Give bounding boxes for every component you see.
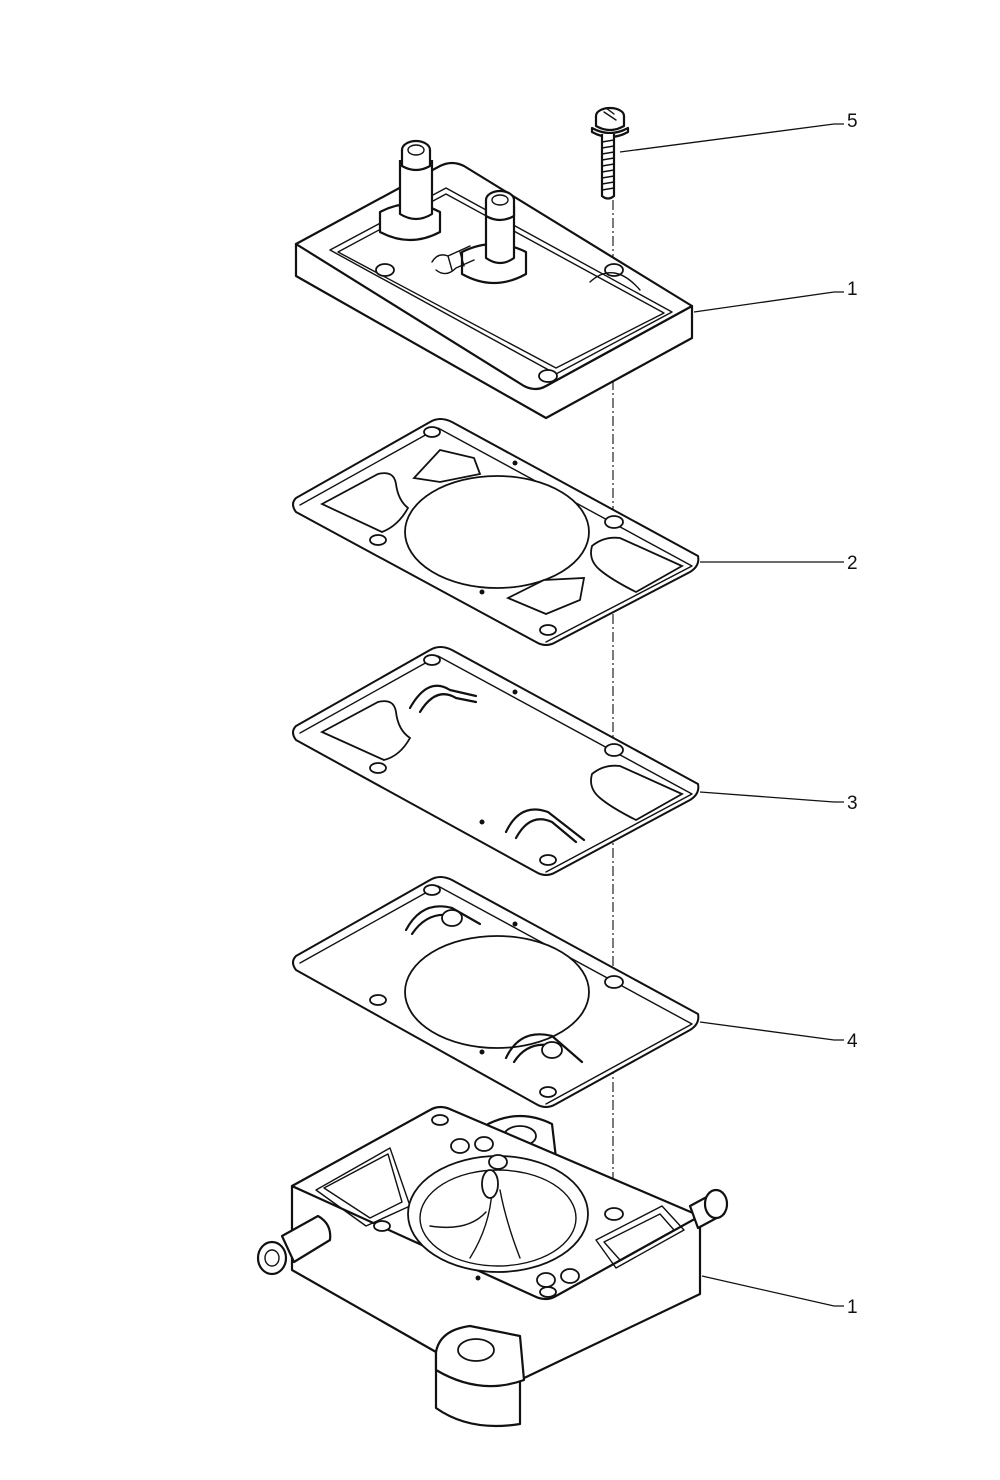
top-cover-part [294,139,694,420]
diaphragm-part [292,876,700,1108]
gasket-b-part [292,646,700,876]
callout-gasket-b: 3 [847,793,858,814]
screw-part [590,106,630,200]
callout-screw: 5 [847,111,858,132]
leader-lines [619,123,844,1307]
gasket-a-part [292,418,700,646]
callout-cover: 1 [847,279,858,300]
callout-diaphragm: 4 [847,1031,858,1052]
callout-gasket-a: 2 [847,553,858,574]
pump-body-part [256,1105,729,1428]
callout-body: 1 [847,1297,858,1318]
